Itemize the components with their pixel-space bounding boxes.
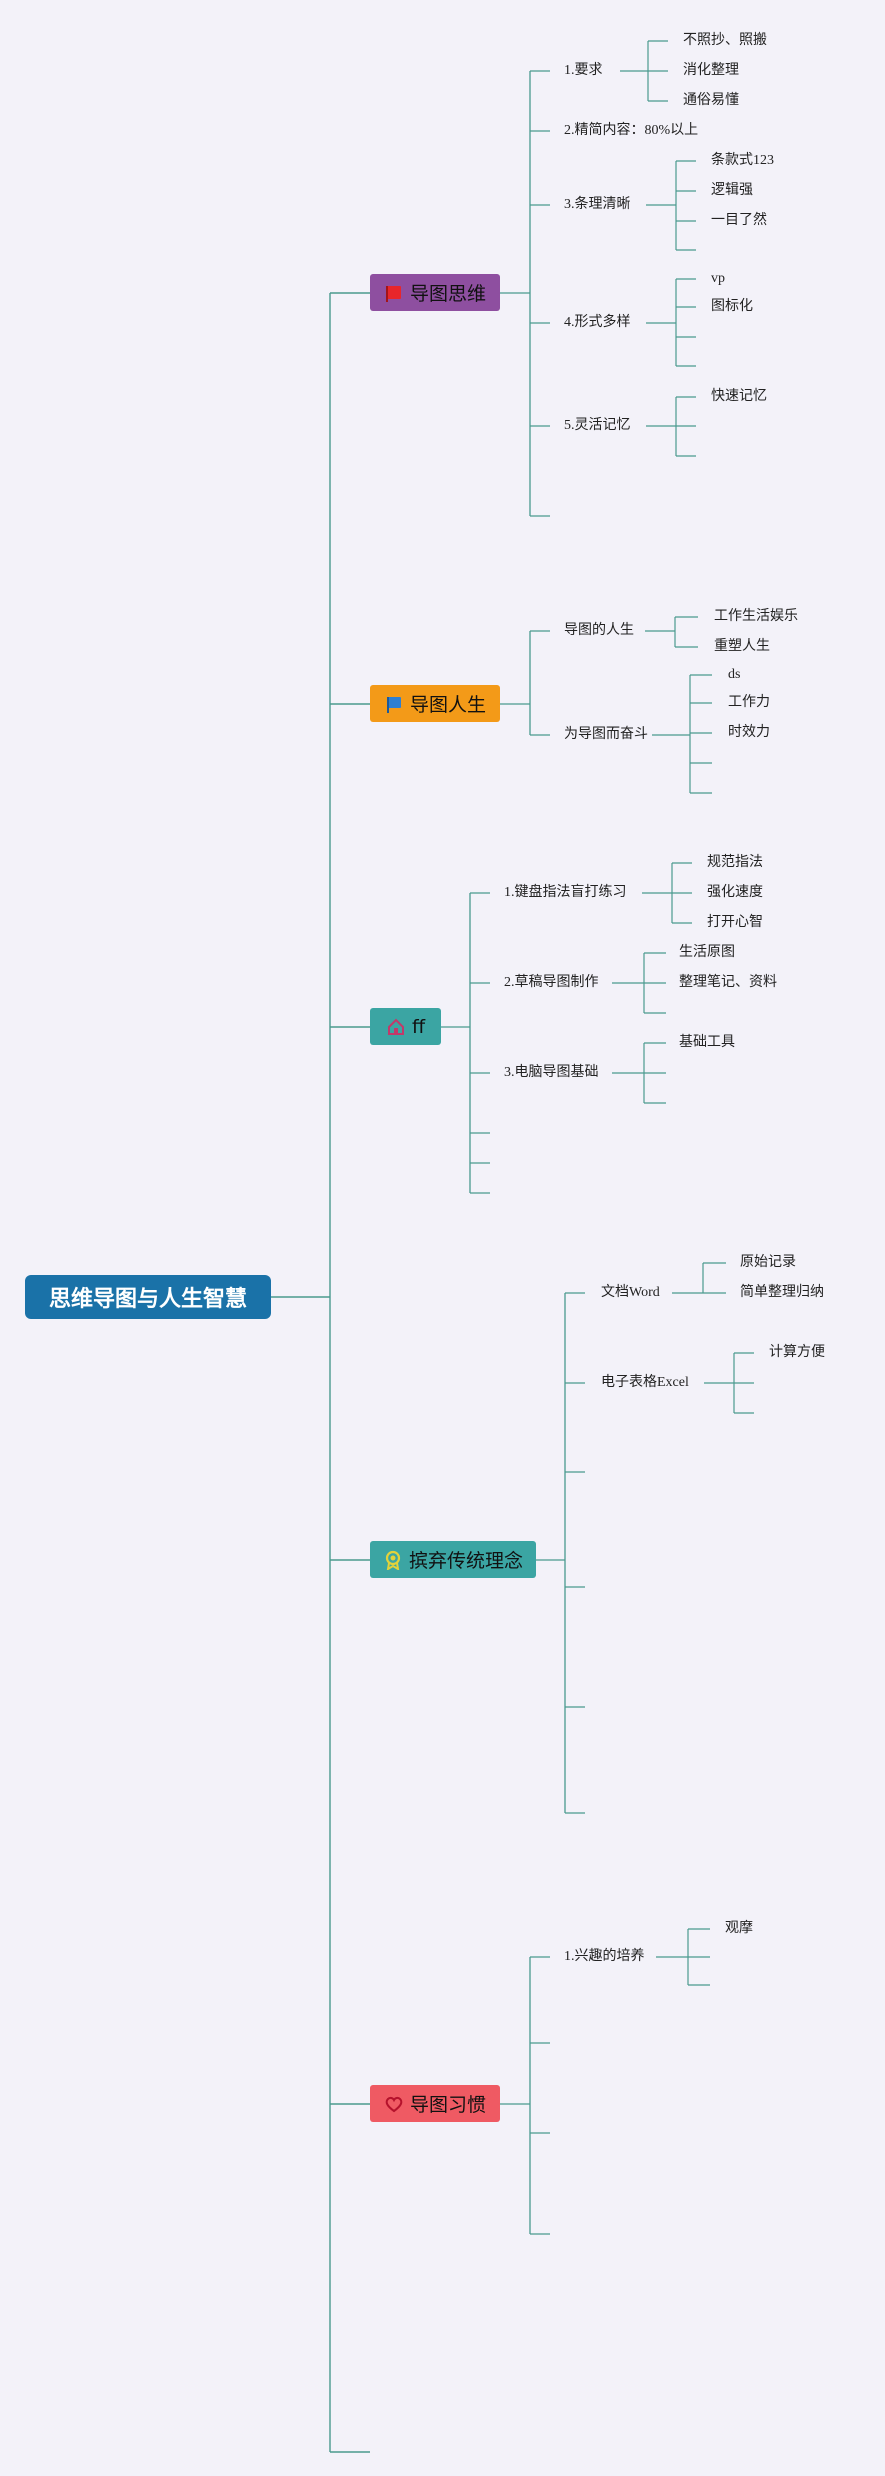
leaf-topic[interactable]: 观摩 (725, 1921, 753, 1936)
leaf-topic[interactable]: 通俗易懂 (683, 93, 739, 108)
leaf-topic[interactable]: ds (728, 667, 741, 682)
leaf-topic[interactable]: 快速记忆 (711, 389, 767, 404)
branch-ff[interactable]: ff (370, 1008, 441, 1045)
branch-label: ff (411, 1015, 426, 1038)
branch-daotu-xiguan[interactable]: 导图习惯 (370, 2085, 500, 2122)
subtopic[interactable]: 为导图而奋斗 (564, 727, 648, 742)
subtopic[interactable]: 2.精简内容：80%以上 (564, 123, 699, 138)
award-ribbon-icon (383, 1550, 403, 1570)
leaf-topic[interactable]: 打开心智 (707, 915, 763, 930)
subtopic[interactable]: 1.兴趣的培养 (564, 1949, 645, 1964)
branch-daotu-siwei[interactable]: 导图思维 (370, 274, 500, 311)
leaf-topic[interactable]: 基础工具 (679, 1035, 735, 1050)
leaf-topic[interactable]: 消化整理 (683, 63, 739, 78)
subtopic[interactable]: 文档Word (601, 1285, 660, 1300)
red-flag-icon (384, 283, 404, 303)
leaf-topic[interactable]: 规范指法 (707, 855, 763, 870)
subtopic[interactable]: 1.键盘指法盲打练习 (504, 885, 627, 900)
root-topic[interactable]: 思维导图与人生智慧 (25, 1275, 271, 1319)
heart-icon (384, 2094, 404, 2114)
leaf-topic[interactable]: 工作生活娱乐 (714, 609, 798, 624)
subtopic[interactable]: 导图的人生 (564, 623, 634, 638)
leaf-topic[interactable]: 强化速度 (707, 885, 763, 900)
leaf-topic[interactable]: 生活原图 (679, 945, 735, 960)
subtopic[interactable]: 3.电脑导图基础 (504, 1065, 599, 1080)
blue-flag-icon (384, 694, 404, 714)
subtopic[interactable]: 2.草稿导图制作 (504, 975, 599, 990)
leaf-topic[interactable]: 条款式123 (711, 153, 774, 168)
subtopic[interactable]: 电子表格Excel (601, 1375, 689, 1390)
branch-daotu-rensheng[interactable]: 导图人生 (370, 685, 500, 722)
leaf-topic[interactable]: 不照抄、照搬 (683, 33, 767, 48)
branch-label: 导图习惯 (409, 2094, 486, 2116)
leaf-topic[interactable]: vp (711, 271, 725, 286)
leaf-topic[interactable]: 重塑人生 (714, 639, 770, 654)
subtopic[interactable]: 3.条理清晰 (564, 197, 631, 212)
branch-binqi-chuantong[interactable]: 摈弃传统理念 (370, 1541, 536, 1578)
leaf-topic[interactable]: 原始记录 (740, 1255, 796, 1270)
leaf-topic[interactable]: 工作力 (728, 695, 770, 710)
subtopic[interactable]: 5.灵活记忆 (564, 418, 631, 433)
leaf-topic[interactable]: 图标化 (711, 299, 753, 314)
subtopic[interactable]: 4.形式多样 (564, 315, 631, 330)
branch-label: 导图思维 (409, 283, 486, 305)
leaf-topic[interactable]: 一目了然 (711, 213, 767, 228)
branch-label: 导图人生 (409, 694, 486, 716)
leaf-topic[interactable]: 计算方便 (769, 1345, 825, 1360)
subtopic[interactable]: 1.要求 (564, 63, 603, 78)
branch-label: 摈弃传统理念 (408, 1550, 523, 1572)
leaf-topic[interactable]: 逻辑强 (711, 183, 753, 198)
leaf-topic[interactable]: 时效力 (728, 725, 770, 740)
leaf-topic[interactable]: 简单整理归纳 (740, 1285, 824, 1300)
home-icon (386, 1017, 406, 1037)
leaf-topic[interactable]: 整理笔记、资料 (679, 975, 777, 990)
